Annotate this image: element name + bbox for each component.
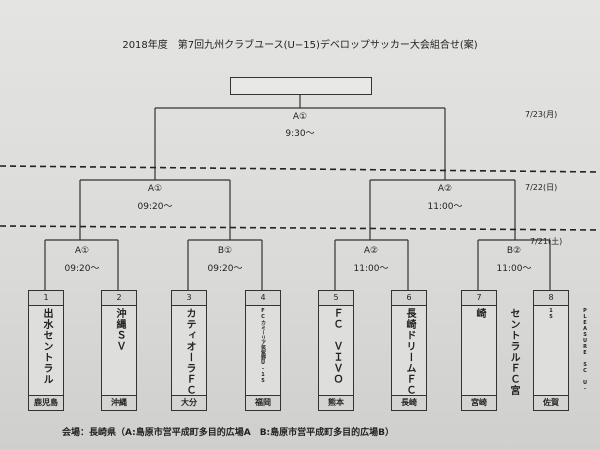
team-box: 1 出水セントラル鹿児島 — [28, 290, 64, 411]
team-name: FCカミーリア筑紫野U-15 — [260, 308, 266, 384]
quarter-label: A① — [74, 246, 90, 256]
day-divider-1 — [0, 165, 600, 173]
quarter-label: B① — [217, 246, 233, 256]
team-name: ＦＣ ＶＩＶＯ — [331, 308, 342, 385]
team-number: 3 — [172, 291, 206, 306]
semi-label: A② — [437, 184, 453, 194]
team-name: セントラルＦＣ宮崎 — [474, 308, 519, 396]
team-name: カティオーラＦＣ — [184, 308, 195, 396]
document-title: 2018年度 第7回九州クラブユース(U−15)デベロップサッカー大会組合せ(案… — [122, 40, 478, 51]
team-prefecture: 福岡 — [246, 395, 280, 410]
quarter-time: 11:00～ — [353, 264, 389, 274]
team-number: 6 — [392, 291, 426, 306]
champion-box — [230, 77, 372, 95]
semi-date: 7/22(日) — [525, 183, 558, 192]
quarter-time: 09:20～ — [64, 264, 100, 274]
final-time: 9:30～ — [285, 129, 315, 139]
team-prefecture: 大分 — [172, 395, 206, 410]
team-name: 出水セントラル — [41, 308, 52, 385]
team-prefecture: 長崎 — [392, 395, 426, 410]
team-box: 5 ＦＣ ＶＩＶＯ 熊本 — [318, 290, 354, 411]
semi-label: A① — [147, 184, 163, 194]
quarter-time: 11:00～ — [496, 264, 532, 274]
semi-time: 09:20～ — [137, 202, 173, 212]
team-number: 2 — [102, 291, 136, 306]
team-name: 沖縄ＳＶ — [114, 308, 125, 352]
quarter-label: B② — [506, 246, 522, 256]
final-line — [154, 93, 446, 180]
team-prefecture: 鹿児島 — [29, 395, 63, 410]
team-prefecture: 佐賀 — [534, 395, 568, 410]
quarter-time: 09:20～ — [207, 264, 243, 274]
team-name: PLEASURE SC U-15 — [548, 308, 588, 392]
team-name: 長崎ドリームＦＣ — [404, 308, 415, 396]
team-number: 5 — [319, 291, 353, 306]
day-divider-2 — [0, 225, 600, 231]
quarter-date: 7/21(土) — [530, 237, 563, 246]
semi-time: 11:00～ — [427, 202, 463, 212]
team-prefecture: 熊本 — [319, 395, 353, 410]
team-prefecture: 宮崎 — [462, 395, 496, 410]
final-date: 7/23(月) — [525, 110, 558, 119]
venue-note: 会場：長崎県（A:島原市営平成町多目的広場A B:島原市営平成町多目的広場B） — [62, 428, 395, 438]
team-box: 2 沖縄ＳＶ 沖縄 — [101, 290, 137, 411]
quarter-lines — [44, 239, 551, 290]
team-number: 8 — [534, 291, 568, 306]
team-number: 7 — [462, 291, 496, 306]
quarter-label: A② — [363, 246, 379, 256]
team-number: 1 — [29, 291, 63, 306]
team-box: 7 セントラルＦＣ宮崎宮崎 — [461, 290, 519, 411]
team-number: 4 — [246, 291, 280, 306]
semi-line-left — [79, 179, 231, 240]
team-prefecture: 沖縄 — [102, 395, 136, 410]
final-label: A① — [292, 112, 308, 122]
